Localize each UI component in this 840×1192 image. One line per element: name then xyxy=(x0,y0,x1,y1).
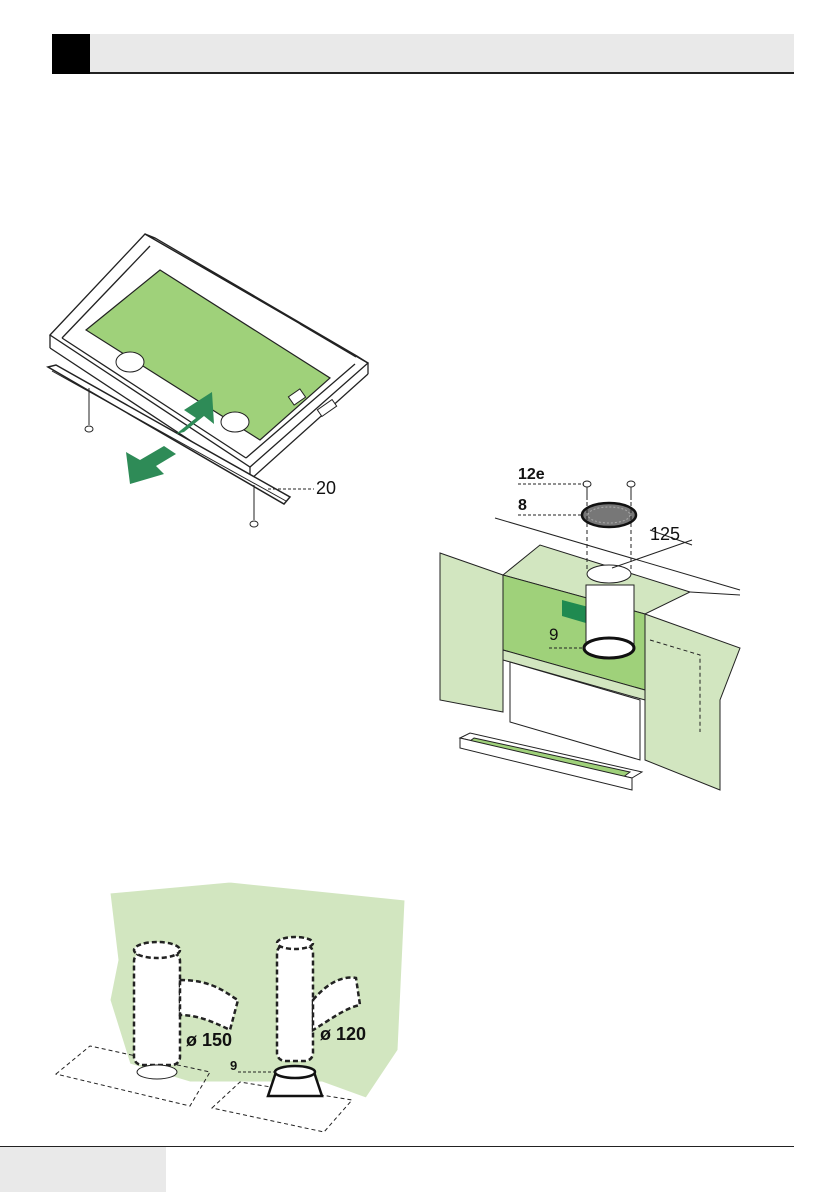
part-label-9-small: 9 xyxy=(230,1058,237,1073)
duct-label-150: ø 150 xyxy=(186,1030,232,1050)
duct-label-120: ø 120 xyxy=(320,1024,366,1044)
footer-page-tab xyxy=(0,1147,166,1192)
